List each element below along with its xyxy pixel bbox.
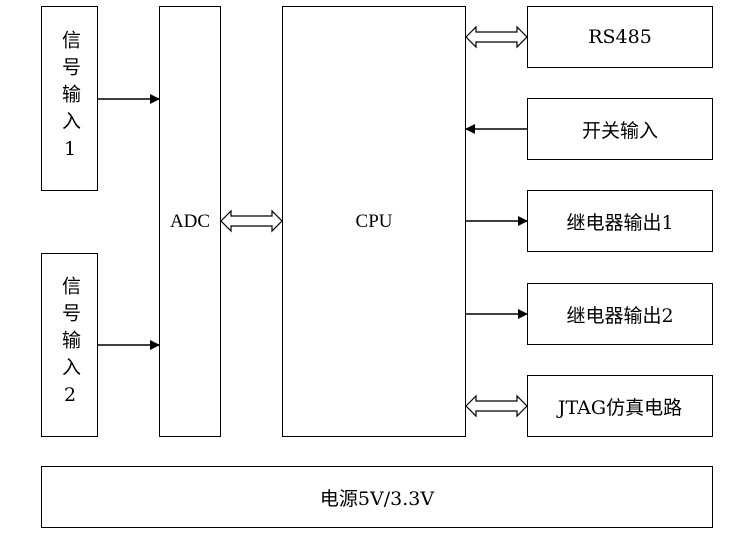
switch-input-label: 开关输入 [581,119,658,142]
relay-output-1-block: 继电器输出1 [527,190,713,252]
relay-output-2-label: 继电器输出2 [566,304,674,327]
signal-input-2-label: 信号输入2 [59,276,81,414]
power-label: 电源5V/3.3V [319,487,435,510]
signal-input-1-block: 信号输入1 [41,6,98,191]
cpu-label: CPU [355,210,393,232]
bus-arrow-cpu-jtag [465,394,528,418]
bus-arrow-adc-cpu [220,209,283,233]
adc-label: ADC [169,210,211,232]
bus-arrow-cpu-rs485 [465,25,528,49]
power-block: 电源5V/3.3V [41,466,713,528]
relay-output-1-label: 继电器输出1 [566,211,674,234]
signal-input-2-block: 信号输入2 [41,253,98,437]
jtag-label: JTAG仿真电路 [557,396,683,419]
cpu-block: CPU [282,6,466,437]
rs485-block: RS485 [527,6,713,68]
adc-block: ADC [159,6,221,437]
jtag-block: JTAG仿真电路 [527,375,713,437]
relay-output-2-block: 继电器输出2 [527,283,713,345]
rs485-label: RS485 [588,26,652,48]
signal-input-1-label: 信号输入1 [59,29,81,168]
switch-input-block: 开关输入 [527,98,713,160]
